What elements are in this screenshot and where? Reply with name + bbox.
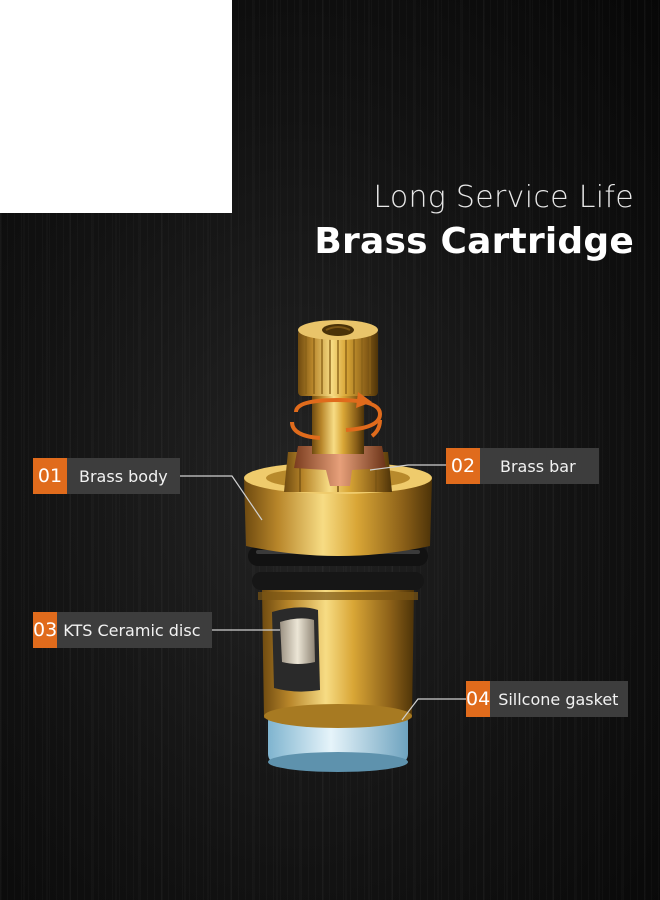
rotation-arrow-icon: [290, 392, 383, 440]
label-number-01: 01: [33, 458, 67, 494]
label-number-02: 02: [446, 448, 480, 484]
label-text-brass-bar: Brass bar: [500, 456, 576, 476]
leader-line-01: [180, 475, 263, 521]
white-corner-block: [0, 0, 232, 213]
headline-subtitle: Long Service Life: [373, 180, 634, 215]
leader-line-02: [369, 464, 446, 471]
label-text-brass-body: Brass body: [79, 466, 168, 486]
label-brass-bar: 02 Brass bar: [446, 448, 599, 484]
label-silicone-gasket: 04 Sillcone gasket: [466, 681, 628, 717]
leader-line-04: [401, 698, 466, 721]
label-ceramic-disc: 03 KTS Ceramic disc: [33, 612, 212, 648]
brass-bar-shape: [294, 446, 386, 486]
label-brass-body: 01 Brass body: [33, 458, 180, 494]
spindle: [298, 320, 378, 454]
headline-title: Brass Cartridge: [314, 221, 634, 262]
leader-lines: [180, 464, 466, 721]
headline: Long Service Life Brass Cartridge: [314, 180, 634, 262]
ceramic-disc-window: [272, 607, 320, 692]
label-number-04: 04: [466, 681, 491, 717]
label-text-silicone-gasket: Sillcone gasket: [498, 689, 619, 709]
label-text-ceramic-disc: KTS Ceramic disc: [63, 620, 201, 640]
label-number-03: 03: [33, 612, 58, 648]
